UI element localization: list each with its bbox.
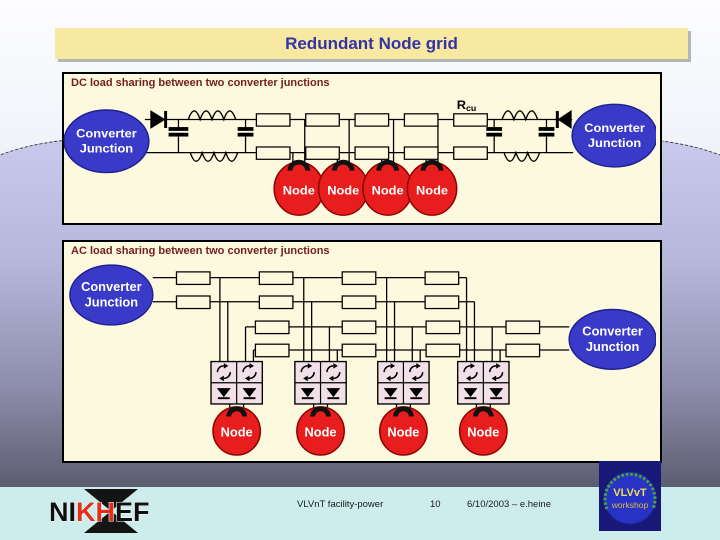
dc-capacitors [168, 127, 555, 137]
svg-text:Node: Node [467, 426, 499, 440]
vlvvt-workshop-logo: VLVvT workshop [599, 461, 661, 531]
dc-inductors [187, 110, 541, 162]
svg-text:Converter: Converter [582, 325, 643, 339]
svg-text:Junction: Junction [85, 296, 138, 310]
svg-text:Junction: Junction [588, 136, 641, 150]
converter-module-4 [456, 360, 510, 405]
svg-text:Node: Node [327, 184, 359, 198]
ac-panel: AC load sharing between two converter ju… [62, 240, 662, 463]
svg-text:Node: Node [283, 184, 315, 198]
dc-node-2: Node [317, 159, 369, 216]
converter-module-3 [377, 360, 430, 405]
converter-junction-right: Converter Junction [571, 103, 656, 168]
converter-module-2 [294, 360, 347, 405]
converter-junction-right: Converter Junction [568, 308, 656, 370]
ac-node-3: Node [378, 406, 428, 456]
dc-panel: DC load sharing between two converter ju… [62, 72, 662, 225]
svg-text:Converter: Converter [584, 121, 645, 135]
ac-node-2: Node [296, 406, 345, 456]
nikhef-wordmark: NIKHEF [49, 497, 150, 527]
diode-down-icon [383, 388, 424, 400]
ac-node-4: Node [458, 406, 508, 456]
slide-title: Redundant Node grid [285, 33, 458, 53]
converter-junction-left: Converter Junction [64, 109, 150, 174]
workshop-logo-title: VLVvT [613, 487, 647, 499]
dc-circuit-diagram: Rcu Converter Junction Converter Junctio… [64, 98, 656, 216]
svg-text:Node: Node [387, 426, 419, 440]
svg-text:Converter: Converter [76, 127, 137, 141]
ac-heading: AC load sharing between two converter ju… [71, 245, 330, 257]
converter-module-1 [210, 360, 264, 405]
footer-page-number: 10 [430, 499, 441, 510]
svg-text:Node: Node [221, 426, 253, 440]
slide-title-bar: Redundant Node grid [55, 28, 688, 59]
dc-heading: DC load sharing between two converter ju… [71, 77, 330, 89]
nikhef-hourglass-bottom [84, 511, 138, 533]
footer-doc-title: VLVnT facility-power [297, 499, 384, 510]
svg-text:Node: Node [416, 184, 448, 198]
svg-text:Node: Node [372, 184, 404, 198]
dc-node-4: Node [406, 159, 458, 216]
dc-node-3: Node [362, 159, 414, 216]
svg-text:Junction: Junction [80, 142, 133, 156]
ac-node-1: Node [212, 406, 262, 456]
ac-circuit-diagram: Converter Junction Converter Junction No… [69, 264, 656, 456]
dc-node-1: Node [273, 159, 325, 216]
ac-cable-resistors [175, 271, 541, 358]
nikhef-hourglass-top [84, 489, 138, 511]
diode-down-icon [300, 388, 341, 400]
dc-diode-right-icon [555, 110, 572, 129]
svg-text:Junction: Junction [586, 340, 639, 354]
dc-cable-resistors [255, 113, 488, 160]
footer-date-author: 6/10/2003 – e.heine [467, 499, 551, 510]
dc-diode-left-icon [150, 110, 168, 129]
converter-junction-left: Converter Junction [69, 264, 154, 326]
workshop-logo-ring [603, 472, 657, 510]
workshop-logo-subtitle: workshop [611, 500, 649, 510]
svg-text:Node: Node [305, 426, 337, 440]
rcu-label: Rcu [457, 98, 477, 113]
svg-text:Converter: Converter [81, 280, 142, 294]
nikhef-logo: NIKHEF [48, 489, 150, 533]
diode-down-icon [216, 388, 257, 400]
diode-down-icon [463, 388, 504, 400]
